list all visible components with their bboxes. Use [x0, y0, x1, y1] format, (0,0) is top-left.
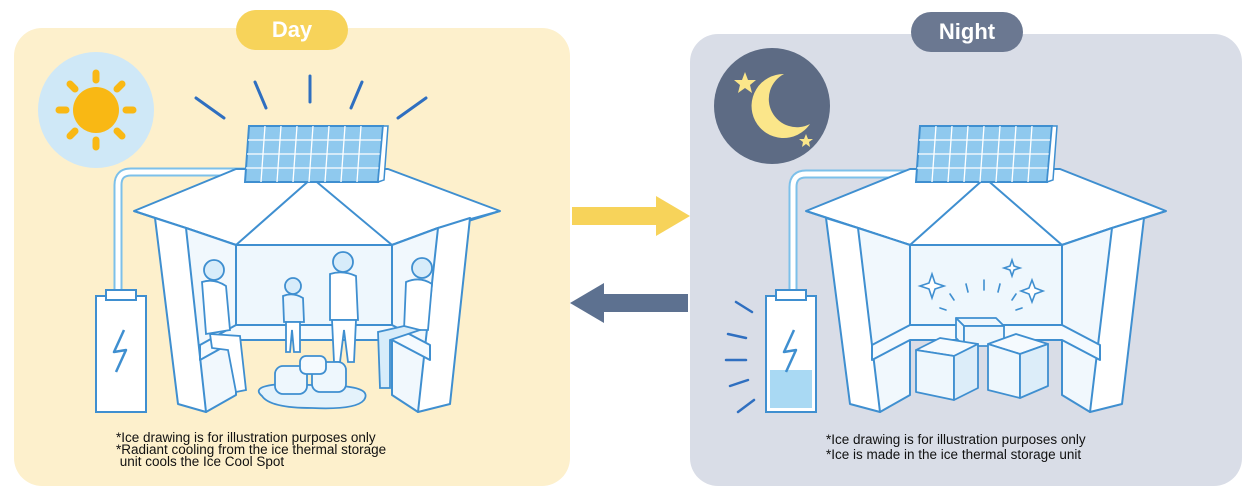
day-note-line: *Radiant cooling from the ice thermal st…: [116, 442, 387, 457]
charging-lines: [724, 300, 756, 414]
sun-rays: [194, 74, 428, 120]
moon-icon: [714, 48, 830, 164]
battery-icon: [765, 289, 817, 413]
sparkle-icon: [917, 257, 1046, 311]
people: [201, 251, 433, 394]
ice-block-icon: [257, 355, 367, 410]
night-title: Night: [911, 12, 1023, 52]
day-note-line: *Ice drawing is for illustration purpose…: [116, 430, 376, 445]
night-note-line: *Ice is made in the ice thermal storage …: [826, 447, 1082, 462]
ice-block-icon: [915, 317, 1049, 401]
night-shelter: [788, 168, 1167, 413]
day-title: Day: [236, 10, 348, 50]
arrow-day-to-night: [572, 196, 690, 236]
battery-icon: [95, 289, 147, 413]
day-note-line: unit cools the Ice Cool Spot: [116, 454, 285, 469]
solar-panel-icon: [914, 125, 1058, 184]
arrow-night-to-day: [570, 283, 688, 323]
day-shelter: [113, 167, 501, 413]
day-notes: *Ice drawing is for illustration purpose…: [116, 430, 387, 469]
night-notes: *Ice drawing is for illustration purpose…: [826, 432, 1086, 462]
sun-icon: [38, 52, 154, 168]
solar-panel-icon: [243, 125, 389, 184]
night-note-line: *Ice drawing is for illustration purpose…: [826, 432, 1086, 447]
